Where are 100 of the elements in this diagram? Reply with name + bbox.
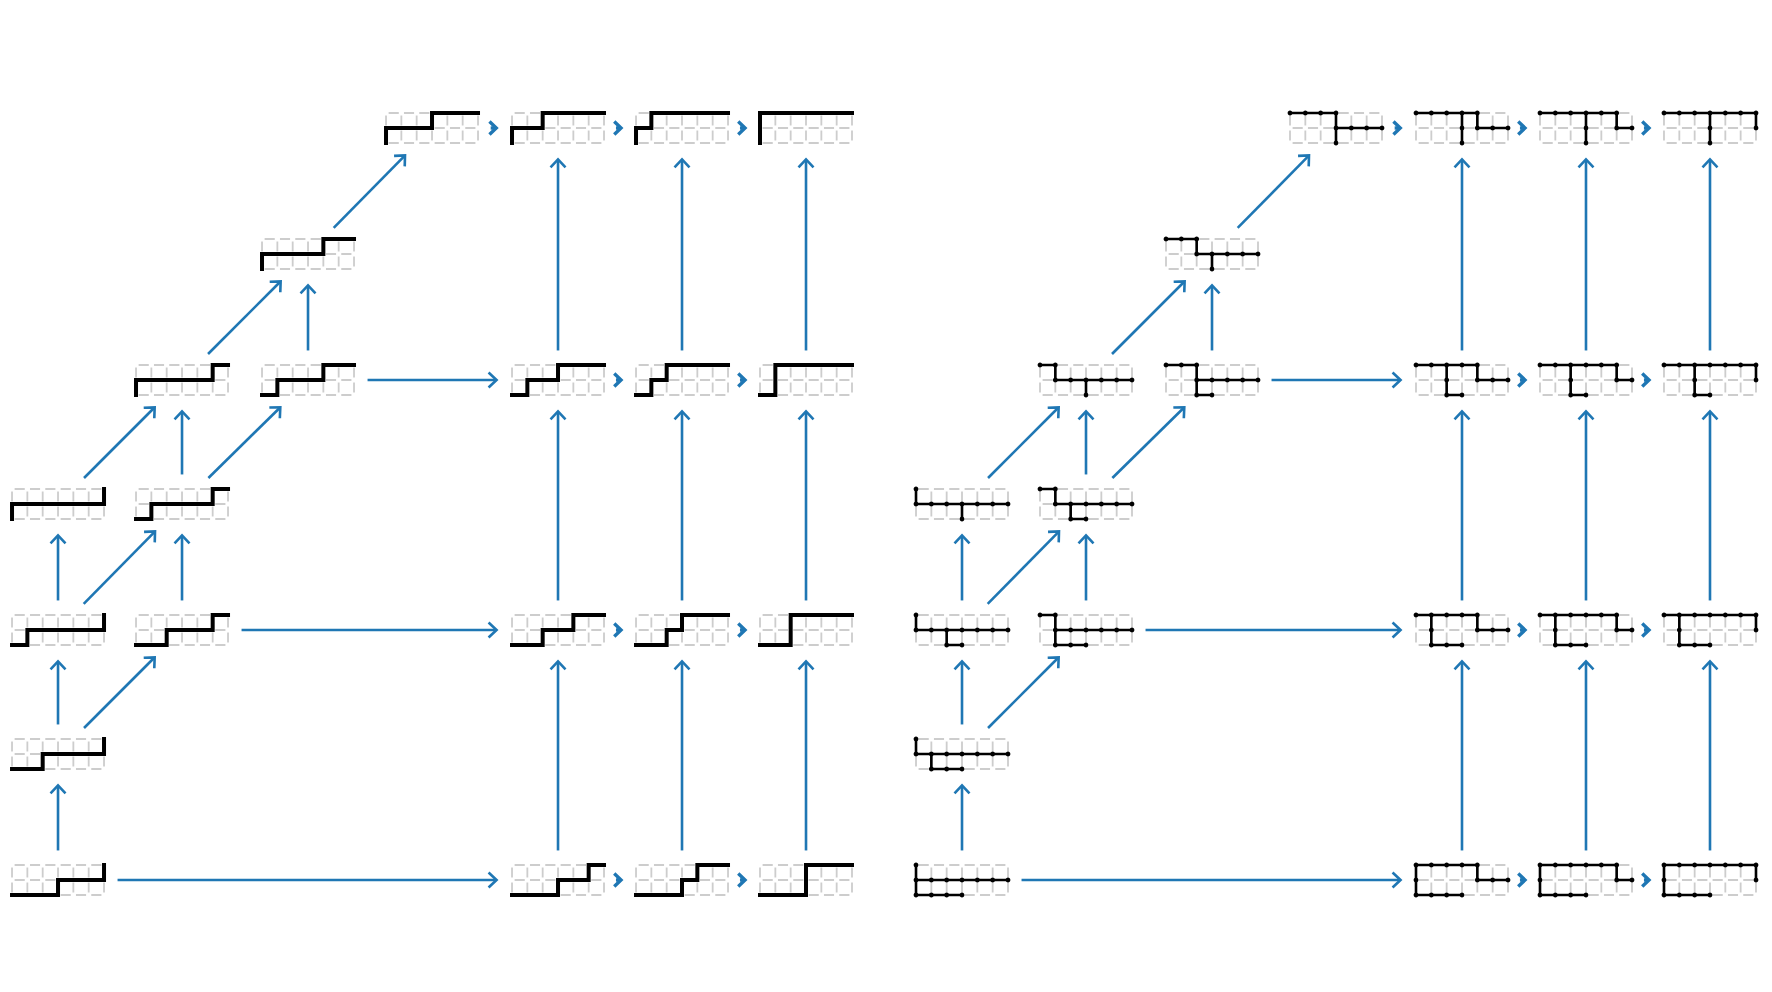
arrow	[797, 157, 815, 351]
chevron-arrow	[613, 372, 624, 388]
arrow	[299, 283, 317, 351]
lattice-path	[10, 863, 106, 897]
lattice-path	[134, 487, 230, 521]
lattice-path	[510, 111, 606, 145]
arrow	[241, 621, 499, 639]
tree-diagram	[1037, 612, 1135, 648]
tree-diagram	[1287, 110, 1385, 146]
arrow	[673, 157, 691, 351]
tree-diagram	[913, 736, 1011, 772]
arrow	[1111, 280, 1186, 355]
lattice-path	[758, 111, 854, 145]
lattice-path	[634, 613, 730, 647]
arrow	[1701, 659, 1719, 851]
lattice-path	[634, 111, 730, 145]
arrow	[207, 280, 282, 355]
lattice-path	[634, 363, 730, 397]
lattice-path	[758, 363, 854, 397]
arrow	[82, 530, 157, 605]
tree-diagram	[1163, 236, 1261, 272]
chevron-arrow	[488, 120, 499, 136]
chevron-arrow	[613, 622, 624, 638]
arrow	[1077, 533, 1095, 601]
arrow	[987, 406, 1060, 479]
chevron-arrow	[1641, 120, 1652, 136]
tree-diagram	[1413, 612, 1511, 648]
lattice-path	[384, 111, 480, 145]
arrow	[953, 533, 971, 601]
arrow	[1701, 157, 1719, 351]
tree-diagram	[1537, 110, 1635, 146]
arrow	[1577, 157, 1595, 351]
lattice-path	[634, 863, 730, 897]
lattice-path	[134, 613, 230, 647]
chevron-arrow	[737, 872, 748, 888]
arrow	[1203, 283, 1221, 351]
tree-diagram	[1661, 110, 1759, 146]
chevron-arrow	[737, 372, 748, 388]
tree-diagram	[913, 862, 1011, 898]
tree-diagram	[1413, 862, 1511, 898]
arrow	[83, 656, 156, 729]
arrow	[207, 405, 282, 479]
lattice-path	[10, 737, 106, 771]
lattice-path	[10, 613, 106, 647]
chevron-arrow	[737, 622, 748, 638]
chevron-arrow	[1517, 872, 1528, 888]
chevron-arrow	[1641, 622, 1652, 638]
arrow	[49, 783, 67, 851]
arrow	[986, 530, 1061, 605]
arrow	[332, 154, 407, 229]
arrow	[1453, 157, 1471, 351]
arrow	[1271, 371, 1403, 389]
tree-diagram	[1537, 862, 1635, 898]
tree-diagram	[1037, 486, 1135, 522]
arrow	[673, 409, 691, 601]
tree-diagram	[1037, 362, 1135, 398]
tree-diagram	[1413, 110, 1511, 146]
lattice-path	[758, 863, 854, 897]
arrow	[1577, 659, 1595, 851]
lattice-path	[510, 363, 606, 397]
tree-diagram	[913, 612, 1011, 648]
chevron-arrow	[613, 872, 624, 888]
lattice-path	[260, 363, 356, 397]
tree-diagram	[1537, 612, 1635, 648]
arrow	[173, 533, 191, 601]
arrow	[953, 783, 971, 851]
lattice-path	[10, 487, 106, 521]
tree-diagram	[913, 486, 1011, 522]
chevron-arrow	[1517, 372, 1528, 388]
arrow	[797, 659, 815, 851]
arrow	[1453, 659, 1471, 851]
arrow	[1453, 409, 1471, 601]
tree-diagram	[1163, 362, 1261, 398]
lattice-path	[758, 613, 854, 647]
arrow	[797, 409, 815, 601]
arrow	[549, 409, 567, 601]
arrow	[1577, 409, 1595, 601]
lattice-path	[510, 863, 606, 897]
chevron-arrow	[613, 120, 624, 136]
arrow	[1111, 405, 1186, 479]
arrow	[1701, 409, 1719, 601]
arrow	[83, 406, 156, 479]
arrow	[49, 659, 67, 725]
chevron-arrow	[1392, 120, 1403, 136]
chevron-arrow	[1641, 372, 1652, 388]
chevron-arrow	[737, 120, 748, 136]
arrow	[953, 659, 971, 725]
arrow	[549, 659, 567, 851]
chevron-arrow	[1641, 872, 1652, 888]
tree-diagram	[1661, 612, 1759, 648]
arrow	[1145, 621, 1403, 639]
arrow	[673, 659, 691, 851]
tree-diagram	[1537, 362, 1635, 398]
arrow	[117, 871, 499, 889]
arrow	[1077, 409, 1095, 475]
arrow	[1236, 154, 1311, 229]
chevron-arrow	[1517, 120, 1528, 136]
lattice-path	[134, 363, 230, 397]
tree-diagram	[1661, 362, 1759, 398]
arrow	[549, 157, 567, 351]
